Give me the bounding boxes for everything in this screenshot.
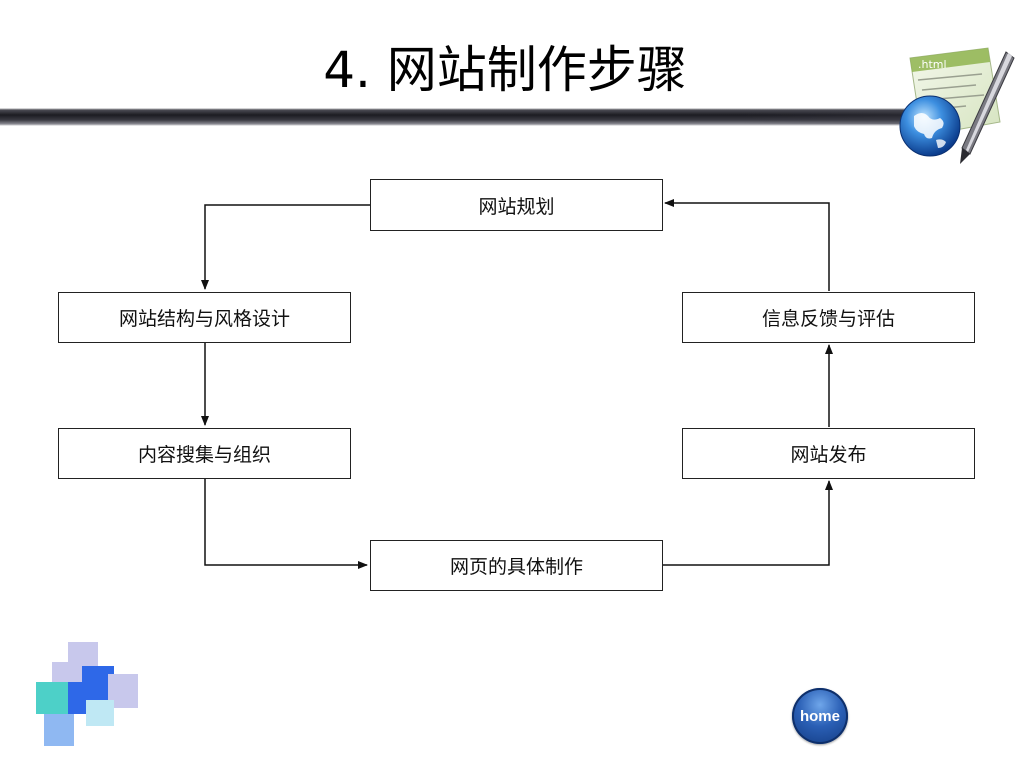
connector-feedback-to-planning xyxy=(664,199,830,291)
colored-squares-logo xyxy=(36,642,138,746)
title-underline-bar xyxy=(0,108,908,126)
step-label-publish: 网站发布 xyxy=(790,444,867,466)
step-label-page-production: 网页的具体制作 xyxy=(449,556,583,578)
step-label-planning: 网站规划 xyxy=(478,195,555,218)
home-button[interactable]: home xyxy=(792,688,848,744)
step-label-content-collection: 内容搜集与组织 xyxy=(137,444,271,466)
step-box-feedback: 信息反馈与评估 xyxy=(682,292,975,343)
step-box-publish: 网站发布 xyxy=(682,428,975,479)
connector-content-to-production xyxy=(204,478,368,569)
step-label-feedback: 信息反馈与评估 xyxy=(761,308,895,330)
connector-production-to-publish xyxy=(662,480,833,566)
step-box-page-production: 网页的具体制作 xyxy=(370,540,663,591)
connector-planning-to-structure xyxy=(201,204,370,290)
step-box-structure-design: 网站结构与风格设计 xyxy=(58,292,351,343)
step-label-structure-design: 网站结构与风格设计 xyxy=(118,308,290,330)
icon-html-label: .html xyxy=(918,58,947,71)
step-box-planning: 网站规划 xyxy=(370,179,663,231)
html-globe-pen-icon: .html xyxy=(899,47,1015,164)
step-box-content-collection: 内容搜集与组织 xyxy=(58,428,351,479)
home-button-label: home xyxy=(799,707,840,725)
page-title: 4. 网站制作步骤 xyxy=(323,41,687,99)
title-underline-shade xyxy=(740,110,908,124)
